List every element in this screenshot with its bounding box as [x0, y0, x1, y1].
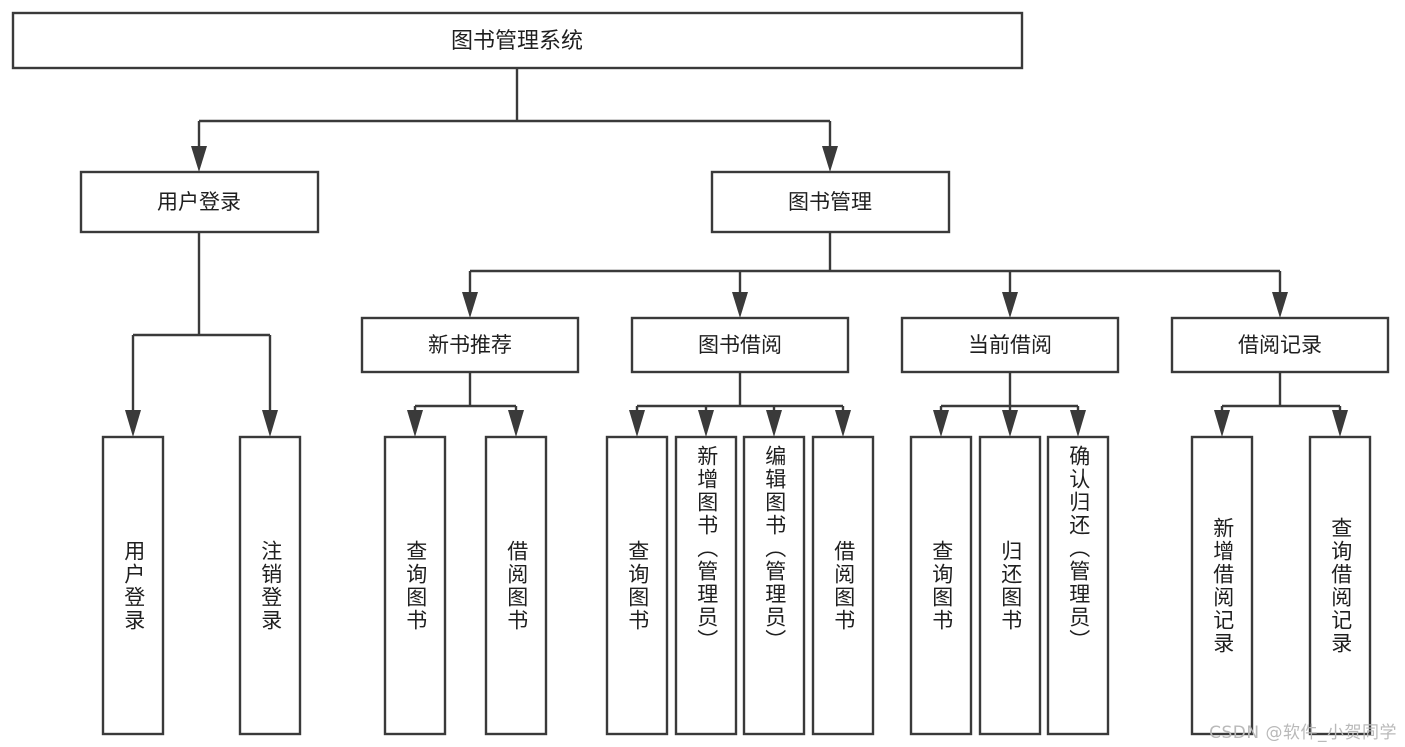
node-leaf-query-record-box[interactable]: [1308, 435, 1372, 736]
node-current-borrow-label: 当前借阅: [968, 333, 1052, 357]
node-leaf-return-book-box[interactable]: [978, 435, 1042, 736]
node-borrow-record-label: 借阅记录: [1238, 333, 1322, 357]
arrow-head-leaf-borrow-book-2: [835, 410, 851, 437]
arrow-head-book-borrow: [732, 292, 748, 318]
node-leaf-logout-login-box[interactable]: [238, 435, 302, 736]
node-new-book-recommend[interactable]: 新书推荐: [360, 316, 580, 374]
node-root-box[interactable]: [11, 11, 1024, 70]
node-borrow-record[interactable]: 借阅记录: [1170, 316, 1390, 374]
arrow-head-leaf-confirm-return: [1070, 410, 1086, 437]
arrow-head-leaf-query-book-2: [629, 410, 645, 437]
node-leaf-add-record-box[interactable]: [1190, 435, 1254, 736]
arrow-head-leaf-query-book-1: [407, 410, 423, 437]
node-new-book-recommend-box[interactable]: [360, 316, 580, 374]
arrow-head-leaf-edit-book: [766, 410, 782, 437]
node-root-label: 图书管理系统: [451, 29, 583, 54]
node-leaf-query-book-2-box[interactable]: [605, 435, 669, 736]
node-user-login[interactable]: 用户登录: [79, 170, 320, 234]
arrow-head-borrow-record: [1272, 292, 1288, 318]
node-leaf-user-login-box[interactable]: [101, 435, 165, 736]
arrow-head-leaf-query-record: [1332, 410, 1348, 437]
arrow-head-leaf-add-record: [1214, 410, 1230, 437]
connector-group-book-management: [462, 232, 1288, 318]
arrow-head-leaf-query-book-3: [933, 410, 949, 437]
arrow-head-leaf-logout-login: [262, 410, 278, 437]
node-leaf-edit-book-box[interactable]: [742, 435, 806, 736]
node-leaf-query-book-1-box[interactable]: [383, 435, 447, 736]
connector-group-new-book-recommend: [407, 372, 524, 437]
connector-group-book-borrow: [629, 372, 851, 437]
node-user-login-box[interactable]: [79, 170, 320, 234]
node-new-book-recommend-label: 新书推荐: [428, 333, 512, 357]
node-borrow-record-box[interactable]: [1170, 316, 1390, 374]
node-book-borrow-box[interactable]: [630, 316, 850, 374]
arrow-head-current-borrow: [1002, 292, 1018, 318]
arrow-head-leaf-return-book: [1002, 410, 1018, 437]
arrow-head-leaf-user-login: [125, 410, 141, 437]
node-book-borrow[interactable]: 图书借阅: [630, 316, 850, 374]
node-book-management-label: 图书管理: [788, 190, 872, 214]
connector-group-root: [191, 68, 838, 172]
node-leaf-borrow-book-2-box[interactable]: [811, 435, 875, 736]
arrow-head-leaf-borrow-book-1: [508, 410, 524, 437]
node-leaf-add-book-box[interactable]: [674, 435, 738, 736]
node-book-management-box[interactable]: [710, 170, 951, 234]
connector-group-current-borrow: [933, 372, 1086, 437]
connector-group-user-login: [125, 232, 278, 437]
node-leaf-confirm-return-box[interactable]: [1046, 435, 1110, 736]
node-book-borrow-label: 图书借阅: [698, 333, 782, 357]
node-current-borrow-box[interactable]: [900, 316, 1120, 374]
connector-group-borrow-record: [1214, 372, 1348, 437]
arrow-head-book-management: [822, 146, 838, 172]
arrow-head-user-login: [191, 146, 207, 172]
csdn-watermark: CSDN @软件_小贺同学: [1209, 723, 1397, 743]
node-current-borrow[interactable]: 当前借阅: [900, 316, 1120, 374]
node-root[interactable]: 图书管理系统: [11, 11, 1024, 70]
node-user-login-label: 用户登录: [157, 190, 241, 214]
node-leaf-borrow-book-1-box[interactable]: [484, 435, 548, 736]
arrow-head-new-book-recommend: [462, 292, 478, 318]
arrow-head-leaf-add-book: [698, 410, 714, 437]
node-leaf-query-book-3-box[interactable]: [909, 435, 973, 736]
node-book-management[interactable]: 图书管理: [710, 170, 951, 234]
